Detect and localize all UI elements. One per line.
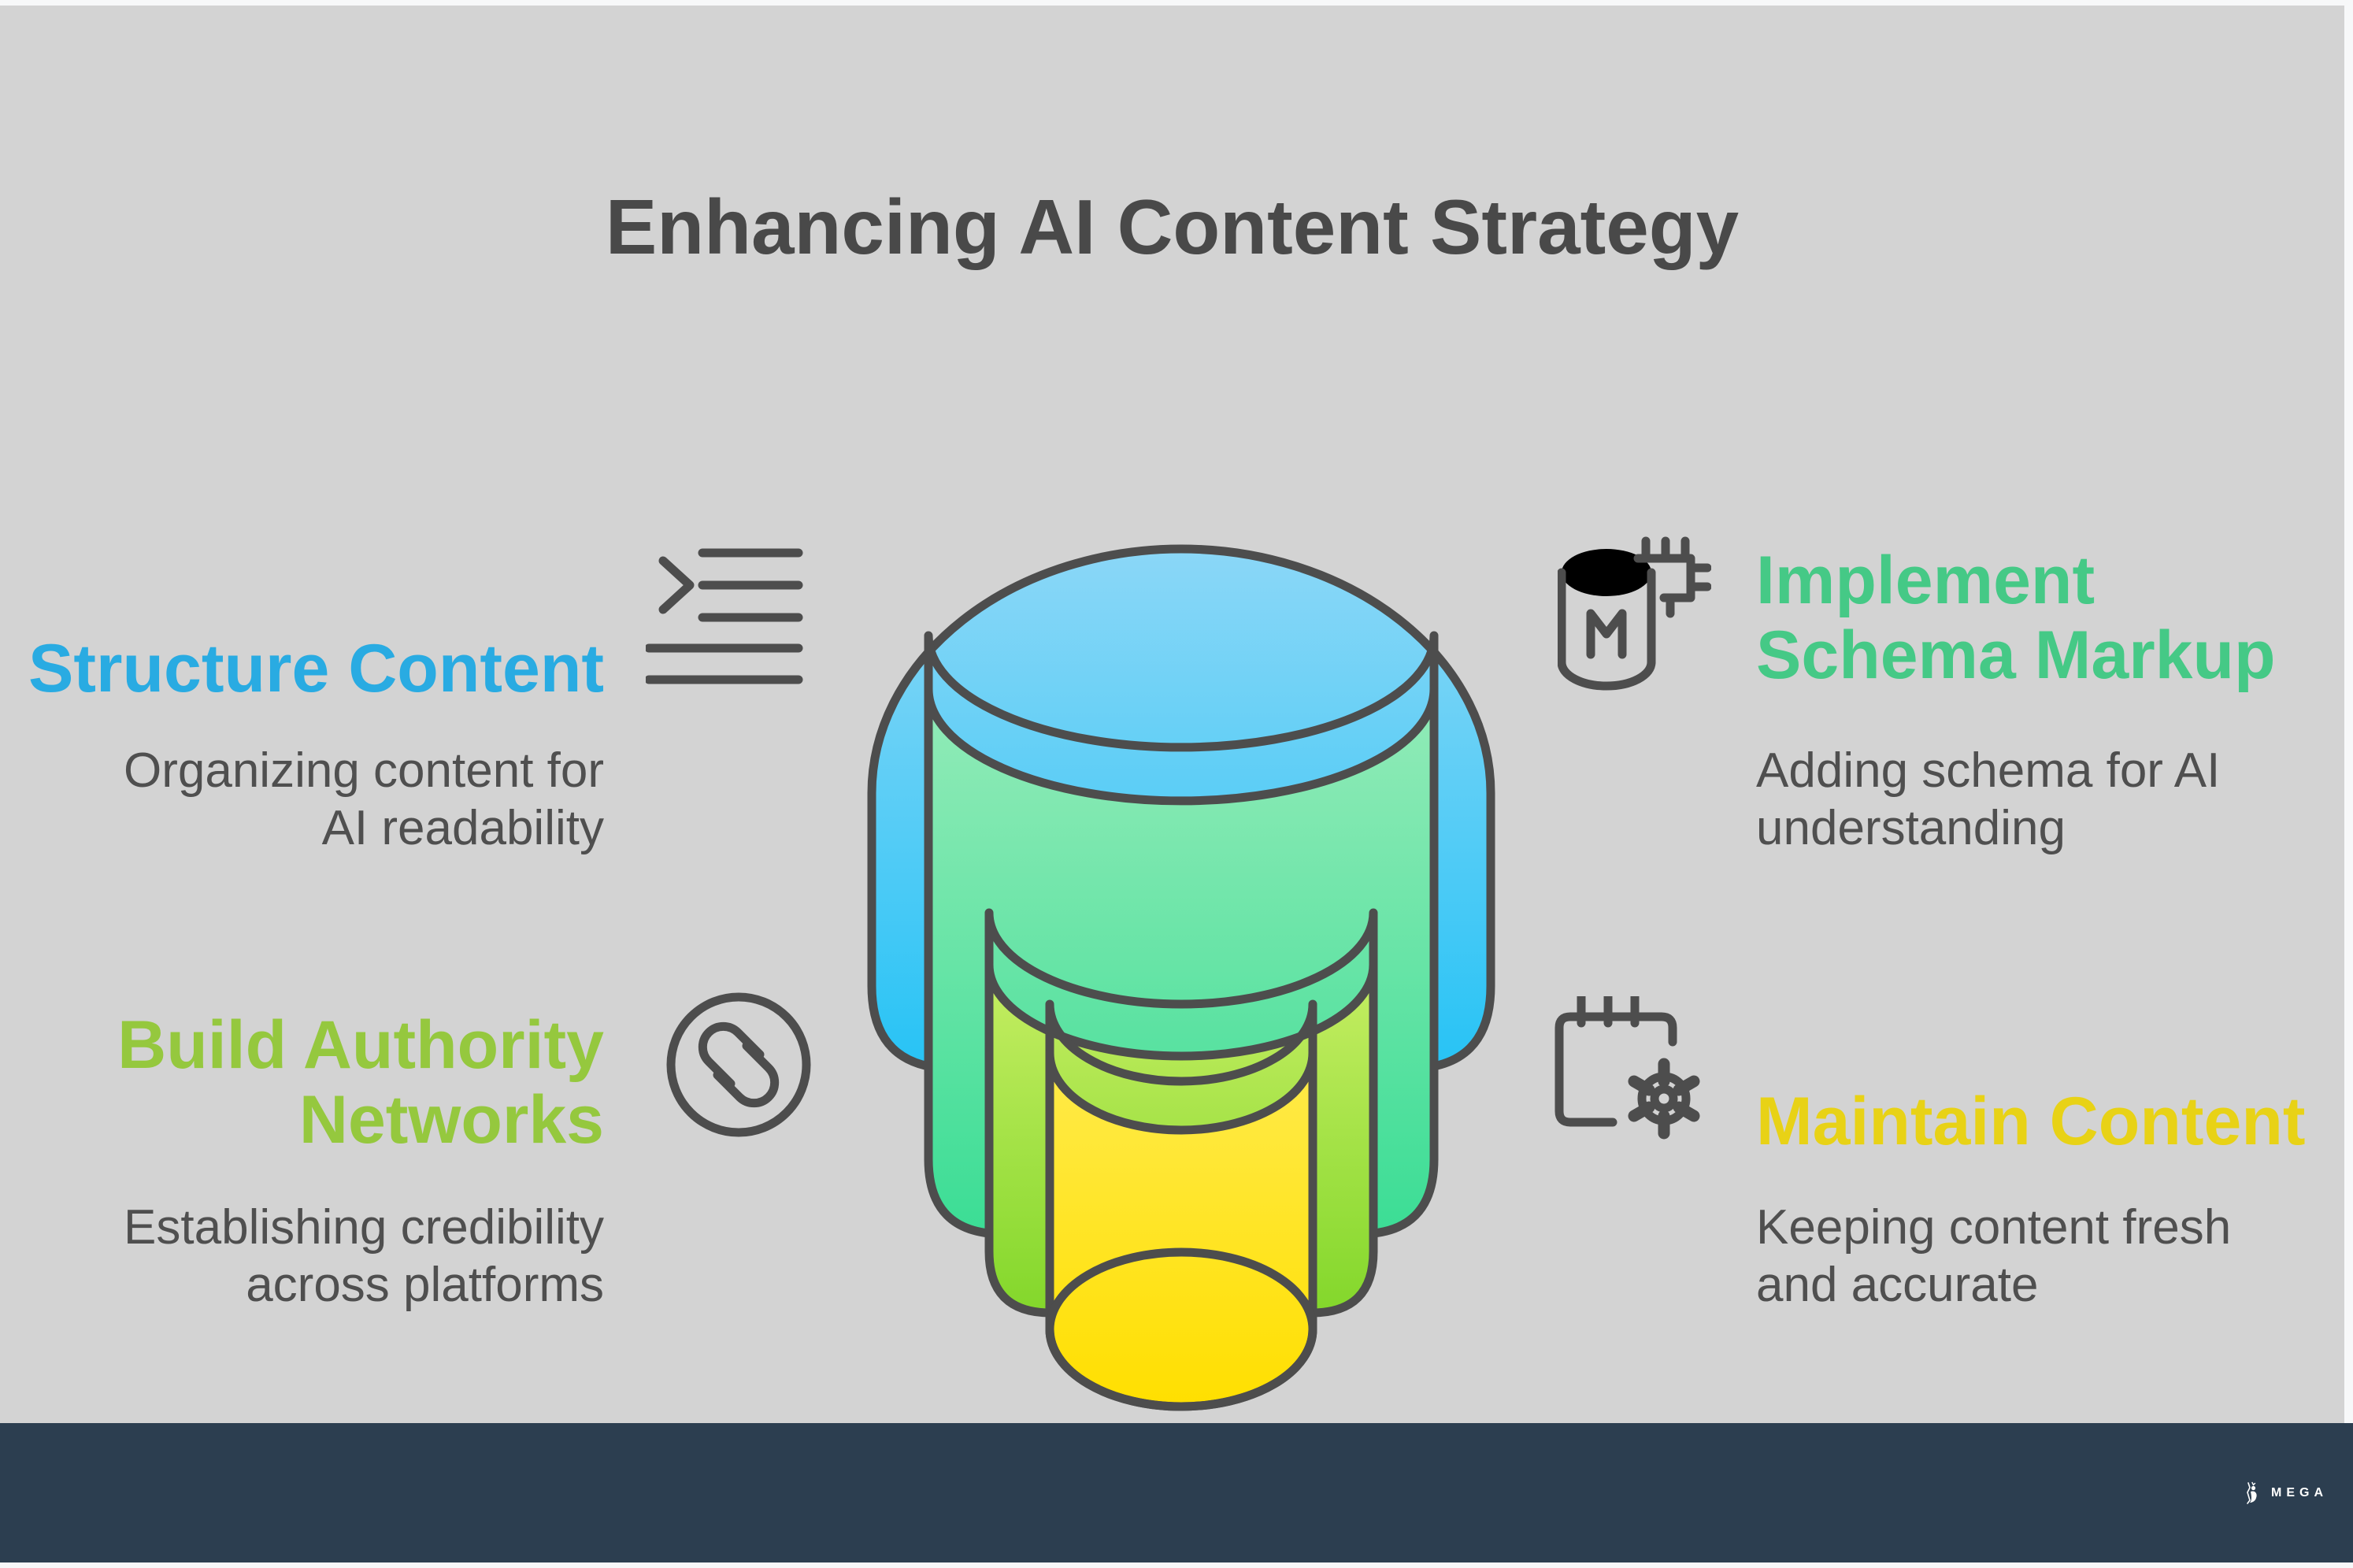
funnel-tier-3 — [984, 960, 1378, 1318]
page-title: Enhancing AI Content Strategy — [605, 183, 1740, 270]
section-heading: Structure Content — [28, 631, 604, 706]
indent-list-icon — [646, 545, 803, 687]
footer-bar: MEGA — [0, 1423, 2353, 1562]
section-schema-description: Adding schema for AI understanding — [1756, 743, 2221, 856]
funnel-tier-1 — [867, 544, 1495, 1073]
linked-rings-icon — [665, 992, 812, 1138]
section-authority-description: Establishing credibility across platform… — [124, 1200, 604, 1313]
section-maintain-content: Maintain Content — [1756, 1084, 2353, 1159]
calendar-gear-icon — [1553, 996, 1718, 1150]
section-implement-schema: Implement Schema Markup — [1756, 543, 2323, 692]
funnel-tier-4 — [1045, 1048, 1317, 1411]
section-structure-description: Organizing content for AI readability — [123, 743, 604, 856]
funnel-rim-4 — [1045, 999, 1317, 1086]
section-heading: Implement Schema Markup — [1756, 543, 2276, 693]
database-schema-icon — [1558, 535, 1711, 692]
section-heading: Build Authority Networks — [117, 1007, 604, 1158]
funnel-rim-2 — [924, 631, 1439, 752]
funnel-tier-2 — [924, 684, 1439, 1239]
section-maintain-description: Keeping content fresh and accurate — [1756, 1200, 2232, 1313]
funnel-bottom-rim — [1045, 1247, 1317, 1411]
canvas-background: Enhancing AI Content Strategy — [0, 6, 2344, 1423]
brand-name: MEGA — [2271, 1485, 2328, 1499]
section-build-authority: Build Authority Networks — [0, 1008, 604, 1157]
section-heading: Maintain Content — [1756, 1084, 2306, 1159]
funnel-rim-3 — [984, 908, 1378, 1009]
section-structure-content: Structure Content — [0, 632, 604, 706]
brand-logo: MEGA — [2243, 1481, 2328, 1505]
mega-wizard-icon — [2247, 1481, 2257, 1504]
